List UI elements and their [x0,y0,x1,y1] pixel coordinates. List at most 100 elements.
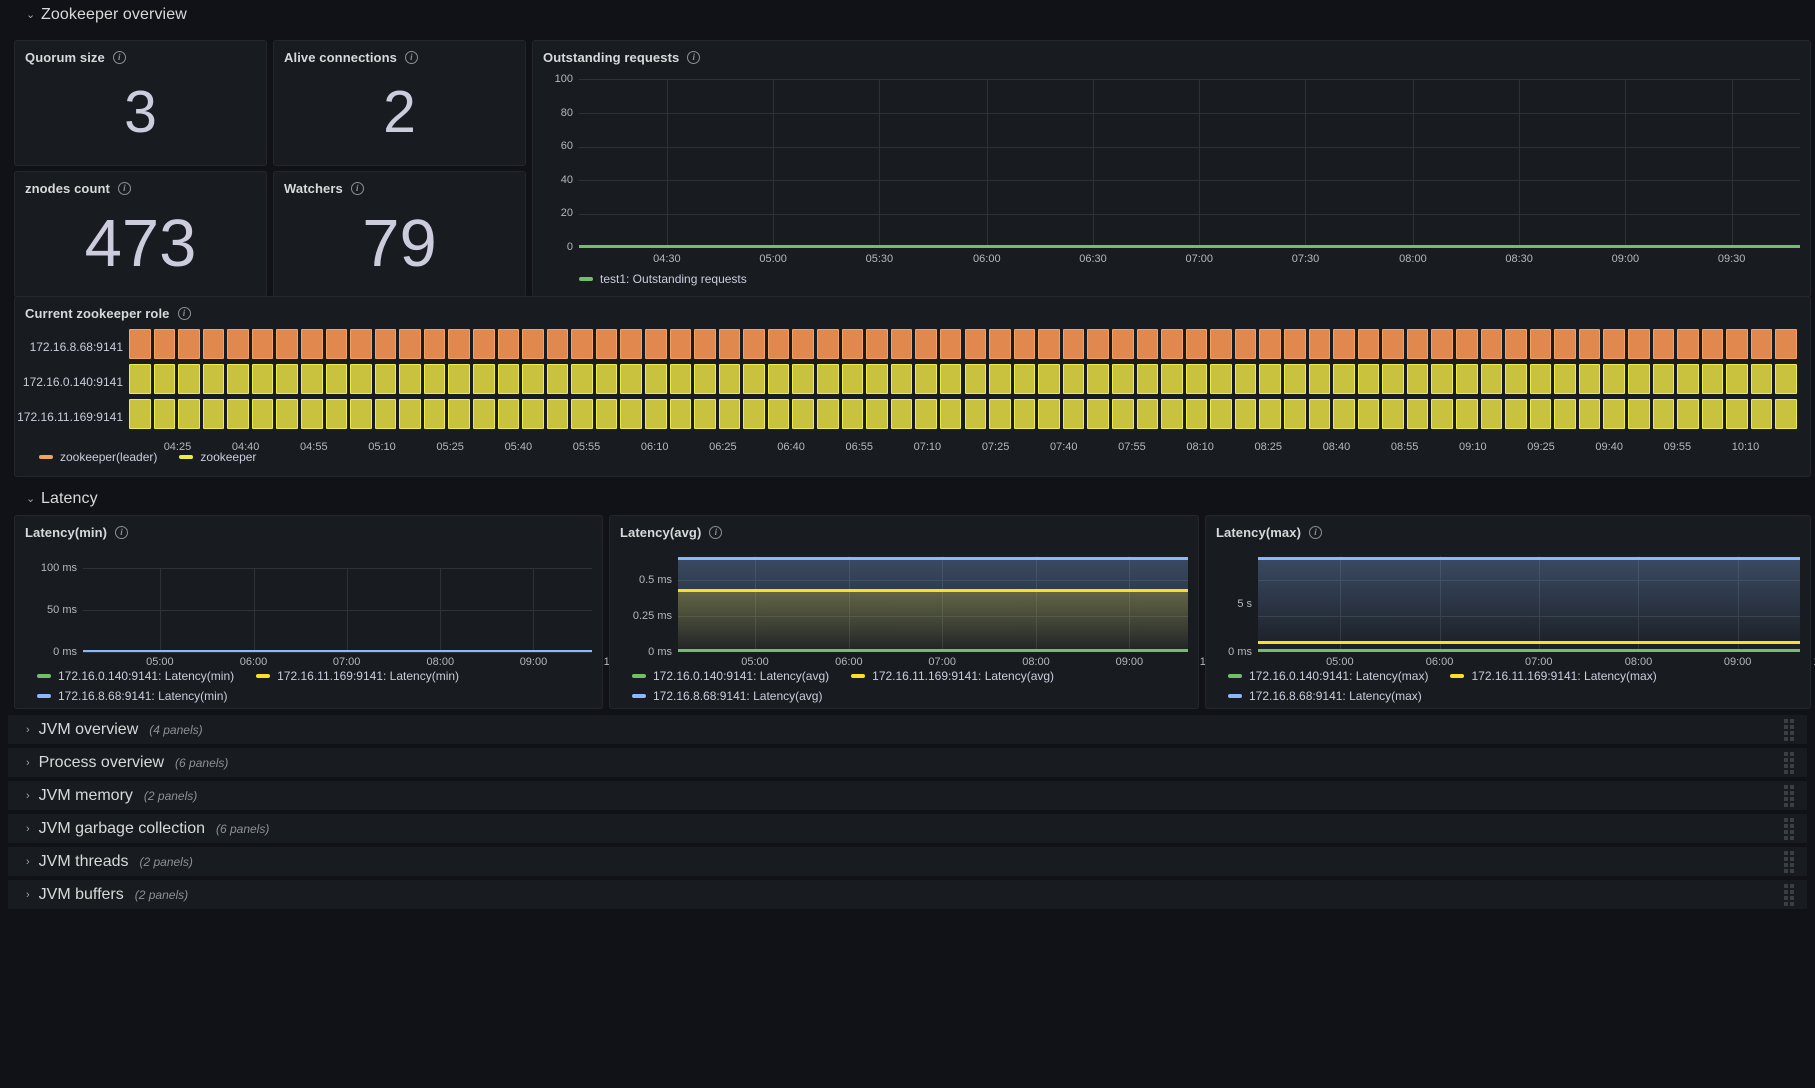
timeline-cell[interactable] [1062,329,1085,359]
timeline-cell[interactable] [694,399,716,429]
timeline-cell[interactable] [1529,329,1552,359]
timeline-cell[interactable] [1652,329,1675,359]
timeline-cell[interactable] [1652,399,1675,429]
timeline-cell[interactable] [890,364,913,394]
timeline-cell[interactable] [792,364,815,394]
timeline-cell[interactable] [743,364,765,394]
timeline-cell[interactable] [1701,364,1724,394]
timeline-cell[interactable] [153,399,176,429]
timeline-cell[interactable] [767,329,790,359]
timeline-cell[interactable] [448,364,471,394]
timeline-cell[interactable] [178,364,200,394]
timeline-cell[interactable] [669,399,692,429]
timeline-cell[interactable] [1259,329,1281,359]
timeline-cell[interactable] [1136,364,1159,394]
legend-item[interactable]: 172.16.8.68:9141: Latency(min) [37,686,572,706]
panel-latency-avg[interactable]: Latency(avg) i 0.5 ms 0.25 ms 0 ms [609,515,1227,709]
timeline-cell[interactable] [620,399,643,429]
timeline-cell[interactable] [1627,364,1650,394]
timeline-cell[interactable] [497,399,520,429]
timeline-cell[interactable] [1210,329,1232,359]
timeline-cell[interactable] [1480,364,1503,394]
timeline-cell[interactable] [694,329,716,359]
timeline-cell[interactable] [1283,329,1306,359]
timeline-cell[interactable] [448,329,471,359]
timeline-cell[interactable] [1578,329,1601,359]
timeline-cell[interactable] [645,329,667,359]
timeline-cell[interactable] [546,399,569,429]
timeline-cell[interactable] [890,329,913,359]
timeline-cell[interactable] [1013,329,1036,359]
latency-min-plot[interactable]: 100 ms 50 ms 0 ms 05:00 0 [15,544,631,668]
timeline-cell[interactable] [1652,364,1675,394]
timeline-cell[interactable] [325,399,348,429]
timeline-cell[interactable] [1308,399,1331,429]
timeline-cell[interactable] [1111,399,1134,429]
timeline-cell[interactable] [473,399,495,429]
timeline-cell[interactable] [718,399,741,429]
timeline-cell[interactable] [817,399,839,429]
timeline-cell[interactable] [1505,399,1527,429]
timeline-cell[interactable] [866,399,888,429]
timeline-cell[interactable] [1013,399,1036,429]
timeline-cell[interactable] [1627,329,1650,359]
timeline-cell[interactable] [1234,329,1257,359]
timeline-cell[interactable] [1161,399,1183,429]
timeline-cell[interactable] [1013,364,1036,394]
timeline-cell[interactable] [767,364,790,394]
timeline-cell[interactable] [1578,399,1601,429]
timeline-cell[interactable] [1406,364,1429,394]
timeline-cell[interactable] [202,329,225,359]
timeline-cell[interactable] [178,399,200,429]
timeline-cell[interactable] [1087,364,1109,394]
timeline-cell[interactable] [227,364,249,394]
timeline-cell[interactable] [1259,399,1281,429]
timeline-cell[interactable] [817,364,839,394]
timeline-cell[interactable] [227,329,249,359]
timeline-cell[interactable] [767,399,790,429]
timeline-cell[interactable] [571,364,593,394]
timeline-cell[interactable] [1701,399,1724,429]
timeline-cell[interactable] [1357,364,1380,394]
timeline-cell[interactable] [915,329,937,359]
timeline-cell[interactable] [522,399,544,429]
timeline-cell[interactable] [989,329,1011,359]
timeline-cell[interactable] [473,329,495,359]
panel-alive-connections[interactable]: Alive connections i 2 [273,40,526,166]
timeline-cell[interactable] [989,399,1011,429]
timeline-cell[interactable] [1455,329,1478,359]
timeline-cell[interactable] [1308,329,1331,359]
legend-item[interactable]: 172.16.0.140:9141: Latency(max) [1228,666,1428,686]
timeline-cell[interactable] [153,364,176,394]
drag-handle-icon[interactable] [1784,883,1794,906]
timeline-cell[interactable] [1357,329,1380,359]
timeline-cell[interactable] [645,399,667,429]
timeline-cell[interactable] [301,329,323,359]
timeline-cell[interactable] [1357,399,1380,429]
timeline-cell[interactable] [792,329,815,359]
timeline-cell[interactable] [939,364,962,394]
timeline-cell[interactable] [1775,364,1797,394]
timeline-cell[interactable] [1333,399,1355,429]
timeline-cell[interactable] [915,399,937,429]
drag-handle-icon[interactable] [1784,817,1794,840]
timeline-cell[interactable] [301,399,323,429]
drag-handle-icon[interactable] [1784,751,1794,774]
timeline-cell[interactable] [620,364,643,394]
timeline-cell[interactable] [1062,399,1085,429]
timeline-cell[interactable] [1087,399,1109,429]
timeline-cell[interactable] [1529,364,1552,394]
timeline-cell[interactable] [1677,399,1699,429]
timeline-cell[interactable] [1185,364,1208,394]
timeline-cell[interactable] [915,364,937,394]
legend-item[interactable]: 172.16.8.68:9141: Latency(max) [1228,686,1780,706]
timeline-cell[interactable] [1554,399,1576,429]
timeline-cell[interactable] [1062,364,1085,394]
outstanding-requests-plot[interactable]: 100 80 60 40 20 0 [533,71,1812,265]
timeline-cell[interactable] [1677,364,1699,394]
collapsed-row-jvm-memory[interactable]: ›JVM memory(2 panels) [8,781,1807,810]
info-icon[interactable]: i [112,51,126,64]
latency-avg-plot[interactable]: 0.5 ms 0.25 ms 0 ms [610,544,1227,668]
collapsed-row-process-overview[interactable]: ›Process overview(6 panels) [8,748,1807,777]
timeline-cell[interactable] [1234,364,1257,394]
